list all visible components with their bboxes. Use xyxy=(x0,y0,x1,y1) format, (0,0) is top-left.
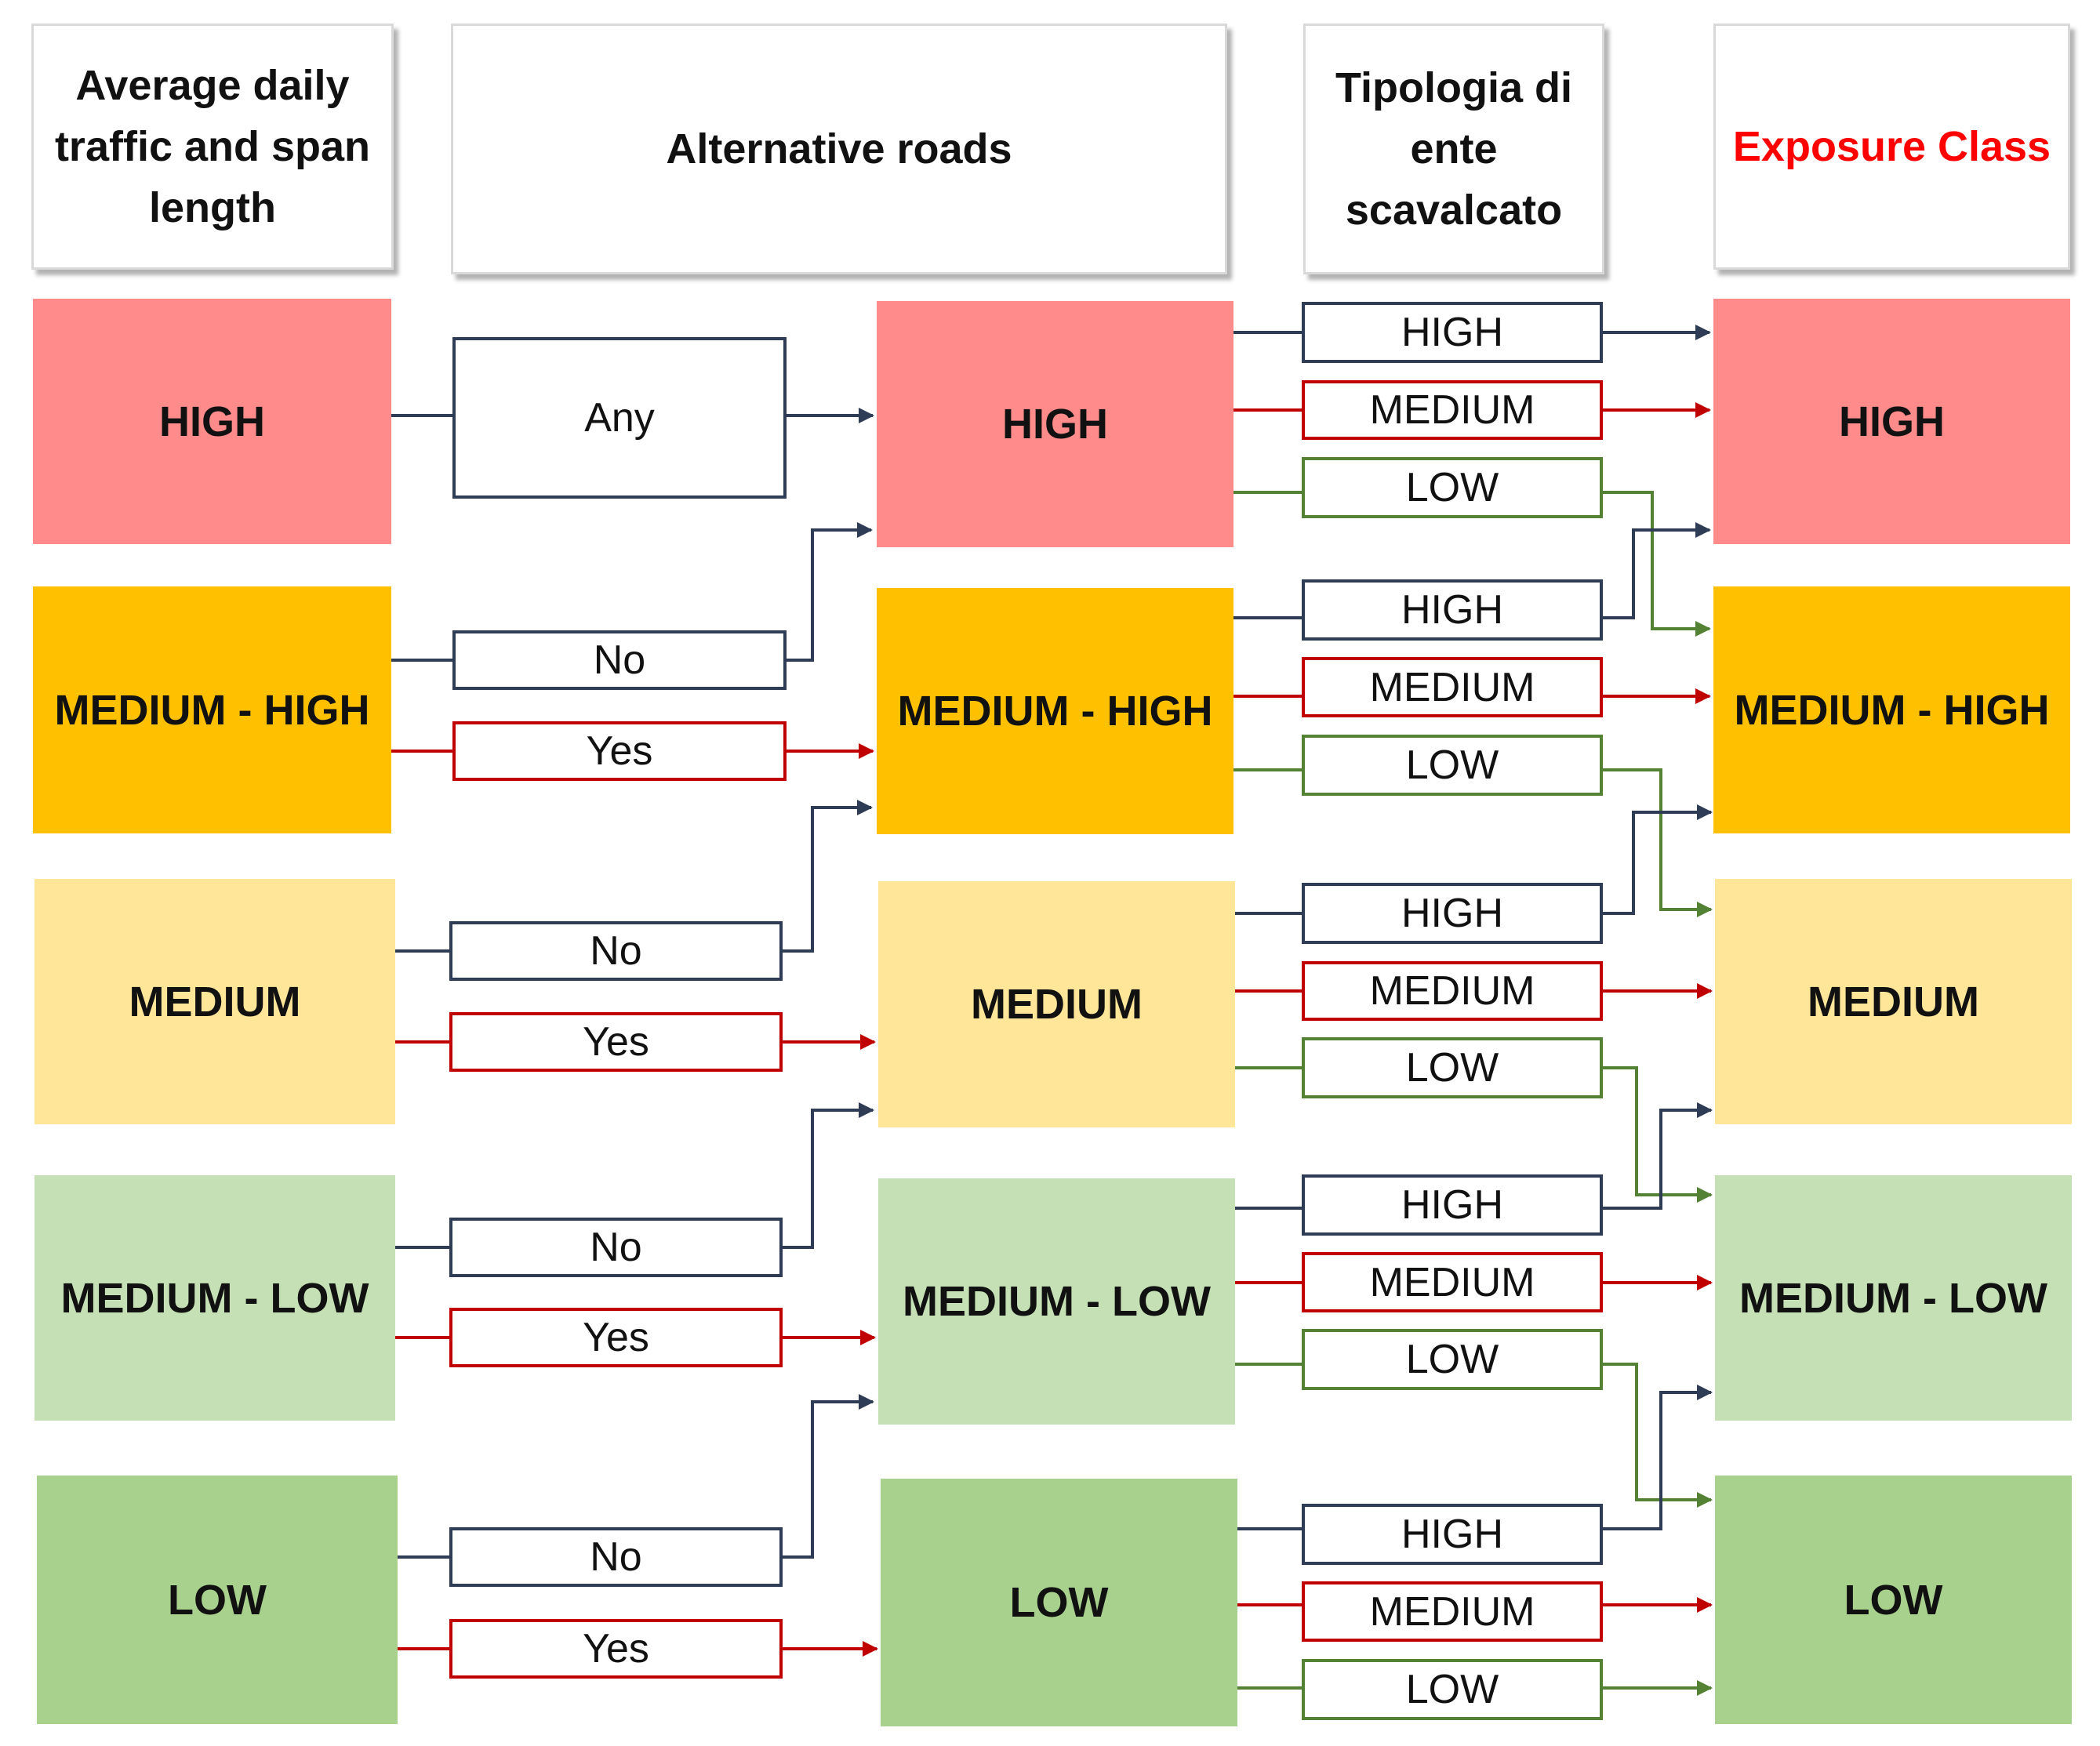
connector-arrow xyxy=(1603,522,1711,619)
exposure-class-low: LOW xyxy=(1715,1476,2072,1724)
traffic-level-medium: MEDIUM xyxy=(35,879,395,1124)
alternative-no: No xyxy=(449,1527,783,1587)
alternative-yes: Yes xyxy=(449,1619,783,1679)
exposure-class-medium-high: MEDIUM - HIGH xyxy=(1713,586,2070,833)
tipologia-medium: MEDIUM xyxy=(1302,961,1603,1021)
exposure-class-medium-low: MEDIUM - LOW xyxy=(1715,1175,2072,1421)
tipologia-medium: MEDIUM xyxy=(1302,1581,1603,1642)
traffic-level-low: LOW xyxy=(37,1476,398,1724)
connector-arrow xyxy=(1603,491,1711,637)
intermediate-level-high: HIGH xyxy=(877,301,1233,547)
tipologia-high: HIGH xyxy=(1302,883,1603,944)
traffic-level-medium-high: MEDIUM - HIGH xyxy=(33,586,391,833)
tipologia-high: HIGH xyxy=(1302,302,1603,363)
connector-arrow xyxy=(783,800,873,953)
alternative-no: No xyxy=(452,630,787,690)
alternative-yes: Yes xyxy=(449,1012,783,1072)
exposure-class-high: HIGH xyxy=(1713,299,2070,544)
intermediate-level-medium-low: MEDIUM - LOW xyxy=(878,1178,1235,1425)
header-traffic: Average daily traffic and span length xyxy=(31,24,394,270)
tipologia-low: LOW xyxy=(1302,1659,1603,1720)
tipologia-medium: MEDIUM xyxy=(1302,380,1603,440)
traffic-level-medium-low: MEDIUM - LOW xyxy=(35,1175,395,1421)
tipologia-medium: MEDIUM xyxy=(1302,657,1603,717)
traffic-level-high: HIGH xyxy=(33,299,391,544)
connector-arrow xyxy=(1603,1363,1713,1508)
alternative-any: Any xyxy=(452,337,787,499)
tipologia-low: LOW xyxy=(1302,1037,1603,1098)
tipologia-high: HIGH xyxy=(1302,1504,1603,1565)
tipologia-high: HIGH xyxy=(1302,1174,1603,1236)
alternative-yes: Yes xyxy=(452,721,787,781)
tipologia-medium: MEDIUM xyxy=(1302,1252,1603,1312)
tipologia-low: LOW xyxy=(1302,457,1603,518)
header-tipologia: Tipologia di ente scavalcato xyxy=(1303,24,1604,274)
connector-arrow xyxy=(1603,768,1713,917)
tipologia-high: HIGH xyxy=(1302,579,1603,641)
exposure-class-medium: MEDIUM xyxy=(1715,879,2072,1124)
tipologia-low: LOW xyxy=(1302,1329,1603,1390)
alternative-no: No xyxy=(449,1218,783,1277)
connector-arrow xyxy=(1603,1102,1713,1210)
connector-arrow xyxy=(1603,1385,1713,1530)
intermediate-level-medium-high: MEDIUM - HIGH xyxy=(877,588,1233,834)
connector-arrow xyxy=(783,1102,874,1249)
alternative-yes: Yes xyxy=(449,1308,783,1367)
tipologia-low: LOW xyxy=(1302,735,1603,796)
connector-arrow xyxy=(1603,1066,1713,1203)
header-exposure-class: Exposure Class xyxy=(1713,24,2070,270)
intermediate-level-low: LOW xyxy=(881,1479,1237,1726)
alternative-no: No xyxy=(449,921,783,981)
connector-arrow xyxy=(783,1394,874,1559)
header-alternative-roads: Alternative roads xyxy=(451,24,1227,274)
intermediate-level-medium: MEDIUM xyxy=(878,881,1235,1127)
connector-arrow xyxy=(787,522,873,662)
connector-arrow xyxy=(1603,804,1713,915)
